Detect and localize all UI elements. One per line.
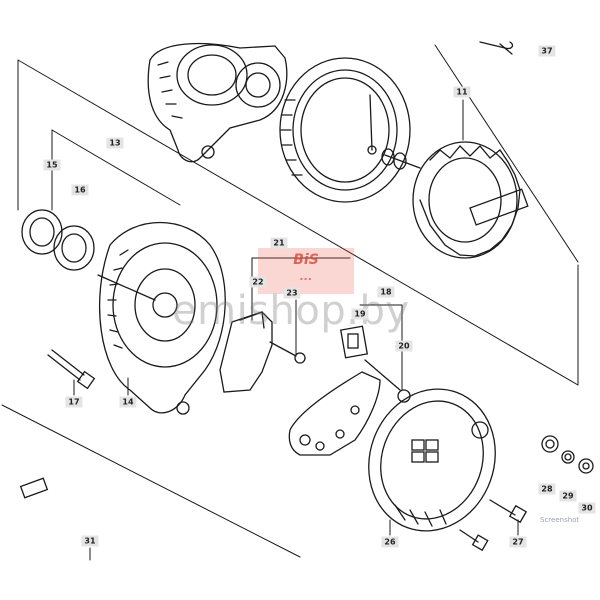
callout-29: 29: [559, 490, 577, 502]
callout-28: 28: [538, 483, 556, 495]
nut-30: [578, 458, 594, 474]
bearing-15: [21, 209, 63, 255]
brand-watermark-logo: BiS ...: [258, 248, 354, 294]
callout-17: 17: [65, 396, 83, 408]
callout-26: 26: [381, 536, 399, 548]
brand-line-2: ...: [299, 270, 313, 283]
callout-16: 16: [71, 184, 89, 196]
callout-27: 27: [509, 536, 527, 548]
rear-housing: [97, 221, 226, 415]
bearing-16: [53, 225, 95, 271]
stator: [279, 57, 411, 203]
guide-lines: [1, 44, 579, 561]
callout-22: 22: [249, 276, 267, 288]
callout-31: 31: [81, 535, 99, 547]
callout-11: 11: [453, 86, 471, 98]
washer-29: [561, 450, 575, 464]
callout-15: 15: [43, 159, 61, 171]
rotor: [381, 141, 529, 259]
rear-cover: [368, 388, 496, 532]
callout-20: 20: [395, 340, 413, 352]
screenshot-logo: Screenshot: [540, 516, 580, 524]
drive-end-housing: [147, 42, 288, 163]
brush-holder: [339, 325, 411, 403]
connector-31: [19, 477, 49, 499]
callout-23: 23: [283, 287, 301, 299]
bolt-17: [47, 349, 96, 390]
callout-37: 37: [538, 45, 556, 57]
callout-14: 14: [119, 396, 137, 408]
callout-21: 21: [270, 237, 288, 249]
callout-18: 18: [377, 286, 395, 298]
callout-19: 19: [351, 308, 369, 320]
rectifier: [288, 371, 381, 456]
regulator: [219, 311, 306, 393]
brand-line-1: BiS: [293, 252, 319, 268]
bolt-27: [459, 499, 528, 552]
callout-30: 30: [578, 502, 596, 514]
clip-37: [479, 41, 514, 55]
nut-28: [541, 435, 559, 453]
callout-13: 13: [106, 137, 124, 149]
